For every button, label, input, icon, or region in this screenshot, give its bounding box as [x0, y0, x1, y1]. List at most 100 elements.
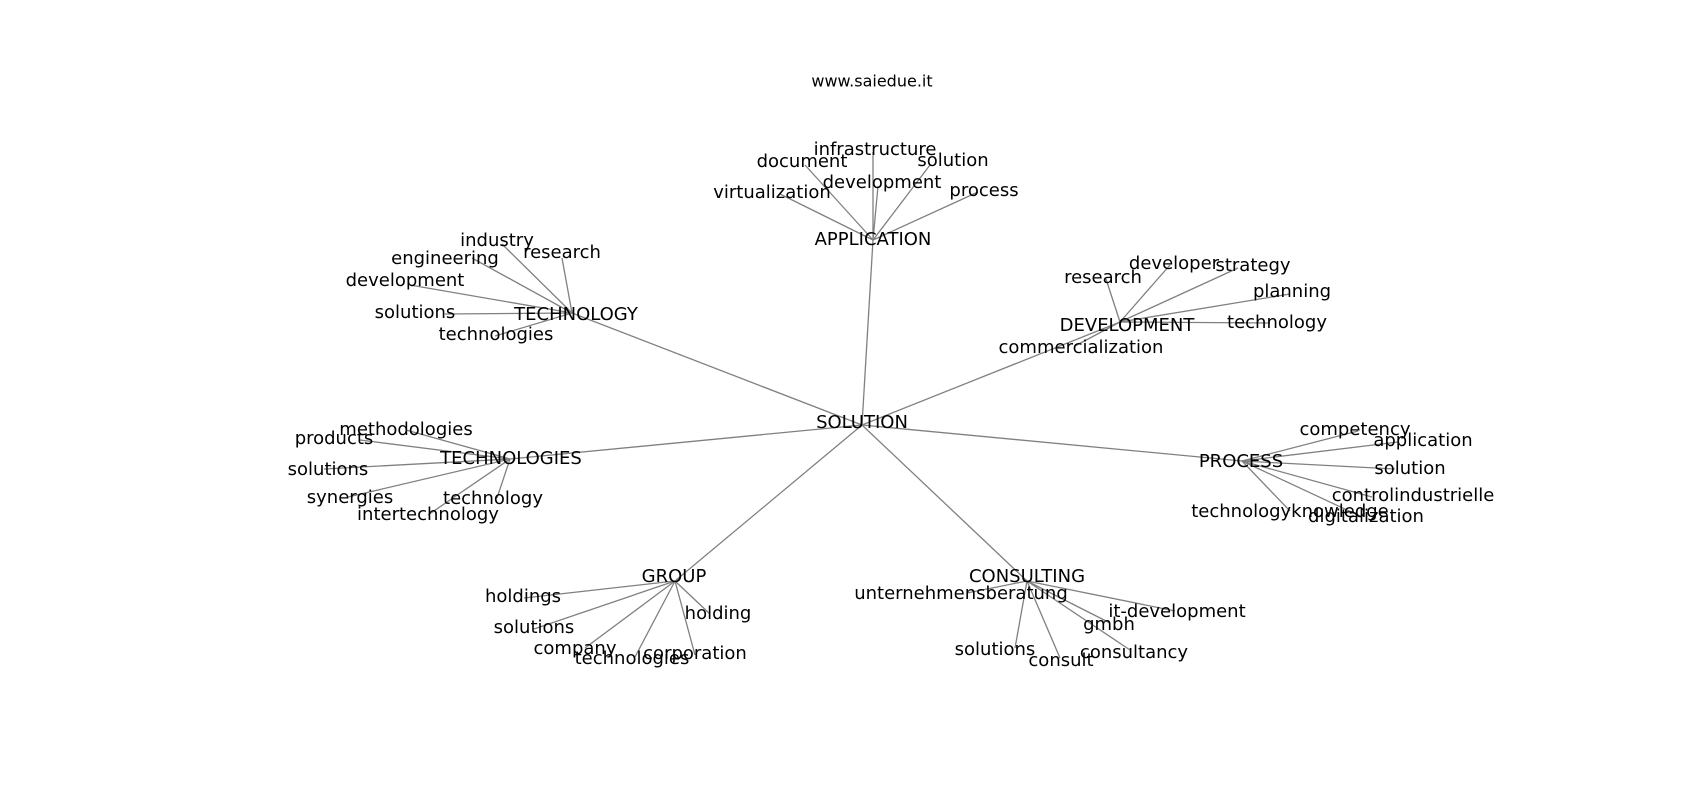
node-technologies: TECHNOLOGIES [439, 448, 582, 469]
node-consulting: CONSULTING [969, 566, 1085, 587]
node-cons-consultancy: consultancy [1080, 642, 1188, 663]
node-app-virtualization: virtualization [713, 182, 831, 203]
edge-consulting-cons-unternehmensberatung [966, 580, 1028, 594]
edge-development-dev-strategy [1119, 267, 1239, 323]
edge-technology-tech-technologies [494, 312, 573, 337]
edge-development-dev-technology [1119, 321, 1271, 324]
edge-development-dev-commercialization [1074, 321, 1121, 347]
node-cons-gmbh: gmbh [1083, 614, 1135, 635]
edge-solution-consulting [861, 424, 1028, 582]
edge-technology-tech-solutions [444, 312, 573, 315]
node-grp-company: company [534, 638, 617, 659]
node-tech-development: development [346, 270, 465, 291]
node-grp-holdings: holdings [485, 586, 561, 607]
node-dev-technology: technology [1227, 312, 1327, 333]
node-techs-products: products [295, 428, 374, 449]
edge-process-proc-technologyknowledge [1241, 460, 1291, 512]
site-title: www.saiedue.it [811, 72, 932, 91]
edge-application-app-process [872, 191, 979, 241]
edge-group-grp-holdings [523, 580, 676, 599]
edge-application-app-virtualization [779, 193, 874, 241]
edge-application-app-development [872, 185, 879, 241]
edge-technology-tech-development [409, 284, 573, 314]
node-proc-solution: solution [1374, 458, 1445, 479]
node-group: GROUP [642, 566, 707, 587]
node-proc-controlindustrielle: controlindustrielle [1332, 485, 1495, 506]
edge-solution-application [861, 239, 874, 426]
node-app-document: document [757, 151, 848, 172]
edge-solution-technology [571, 312, 863, 426]
edge-process-proc-controlindustrielle [1241, 460, 1373, 498]
edge-technologies-techs-products [359, 439, 511, 460]
edge-process-proc-competency [1241, 430, 1359, 462]
node-tech-engineering: engineering [391, 248, 499, 269]
node-proc-technologyknowledge: technologyknowledge [1191, 501, 1389, 522]
node-application: APPLICATION [815, 229, 932, 250]
edge-group-grp-corporation [674, 580, 696, 656]
node-cons-unternehmensberatung: unternehmensberatung [854, 583, 1068, 604]
node-process: PROCESS [1199, 451, 1283, 472]
edge-technologies-techs-methodologies [405, 429, 511, 460]
node-techs-solutions: solutions [288, 459, 369, 480]
edge-application-app-solution [872, 164, 931, 241]
edge-development-dev-developer [1119, 264, 1171, 323]
edge-group-grp-company [584, 580, 676, 649]
edge-development-dev-planning [1119, 293, 1291, 323]
node-dev-commercialization: commercialization [999, 337, 1164, 358]
labels-layer: SOLUTION APPLICATION documentinfrastructur… [288, 139, 1495, 671]
edge-technology-tech-research [561, 257, 573, 314]
node-technology: TECHNOLOGY [513, 304, 639, 325]
node-cons-it-development: it-development [1108, 601, 1245, 622]
node-grp-technologies: technologies [575, 648, 690, 669]
edge-process-proc-application [1241, 441, 1399, 462]
edge-technologies-techs-solutions [323, 458, 511, 470]
node-grp-holding: holding [685, 603, 752, 624]
node-proc-digitalization: digitalization [1308, 506, 1424, 527]
node-proc-application: application [1373, 430, 1472, 451]
edge-technologies-techs-intertechnology [427, 458, 511, 516]
node-dev-planning: planning [1253, 281, 1331, 302]
node-app-development: development [823, 172, 942, 193]
node-app-infrastructure: infrastructure [814, 139, 937, 160]
node-techs-methodologies: methodologies [339, 419, 472, 440]
edge-technologies-techs-synergies [347, 458, 511, 498]
edge-development-dev-research [1105, 278, 1121, 323]
edge-consulting-cons-gmbh [1026, 580, 1111, 624]
edge-technology-tech-engineering [471, 257, 573, 314]
edge-solution-technologies [509, 424, 863, 460]
node-techs-technology: technology [443, 488, 543, 509]
edge-solution-group [674, 424, 863, 582]
edge-solution-development [861, 321, 1121, 426]
edge-consulting-cons-it-development [1026, 580, 1176, 612]
edge-application-app-document [804, 164, 874, 241]
node-tech-solutions: solutions [375, 302, 456, 323]
node-cons-solutions: solutions [955, 639, 1036, 660]
node-app-process: process [949, 180, 1018, 201]
node-tech-technologies: technologies [439, 324, 554, 345]
edge-technologies-techs-technology [496, 458, 511, 499]
node-grp-solutions: solutions [494, 617, 575, 638]
edge-group-grp-solutions [533, 580, 676, 630]
edge-solution-process [861, 424, 1243, 462]
node-proc-competency: competency [1299, 419, 1410, 440]
edge-consulting-cons-solutions [1014, 580, 1028, 649]
node-app-solution: solution [917, 150, 988, 171]
edge-process-proc-solution [1241, 460, 1396, 470]
edge-group-grp-holding [674, 580, 711, 615]
node-solution: SOLUTION [816, 412, 908, 433]
edge-consulting-cons-consult [1026, 580, 1061, 659]
node-cons-consult: consult [1028, 650, 1093, 671]
node-development: DEVELOPMENT [1060, 315, 1196, 336]
node-dev-research: research [1064, 267, 1142, 288]
edge-consulting-cons-consultancy [1026, 580, 1131, 651]
edges-layer [323, 152, 1399, 659]
edge-technology-tech-industry [501, 243, 573, 314]
node-dev-strategy: strategy [1215, 255, 1290, 276]
edge-process-proc-digitalization [1241, 460, 1363, 518]
node-dev-developer: developer [1129, 253, 1220, 274]
node-techs-intertechnology: intertechnology [357, 504, 499, 525]
node-grp-corporation: corporation [643, 643, 747, 664]
edge-group-grp-technologies [634, 580, 676, 658]
